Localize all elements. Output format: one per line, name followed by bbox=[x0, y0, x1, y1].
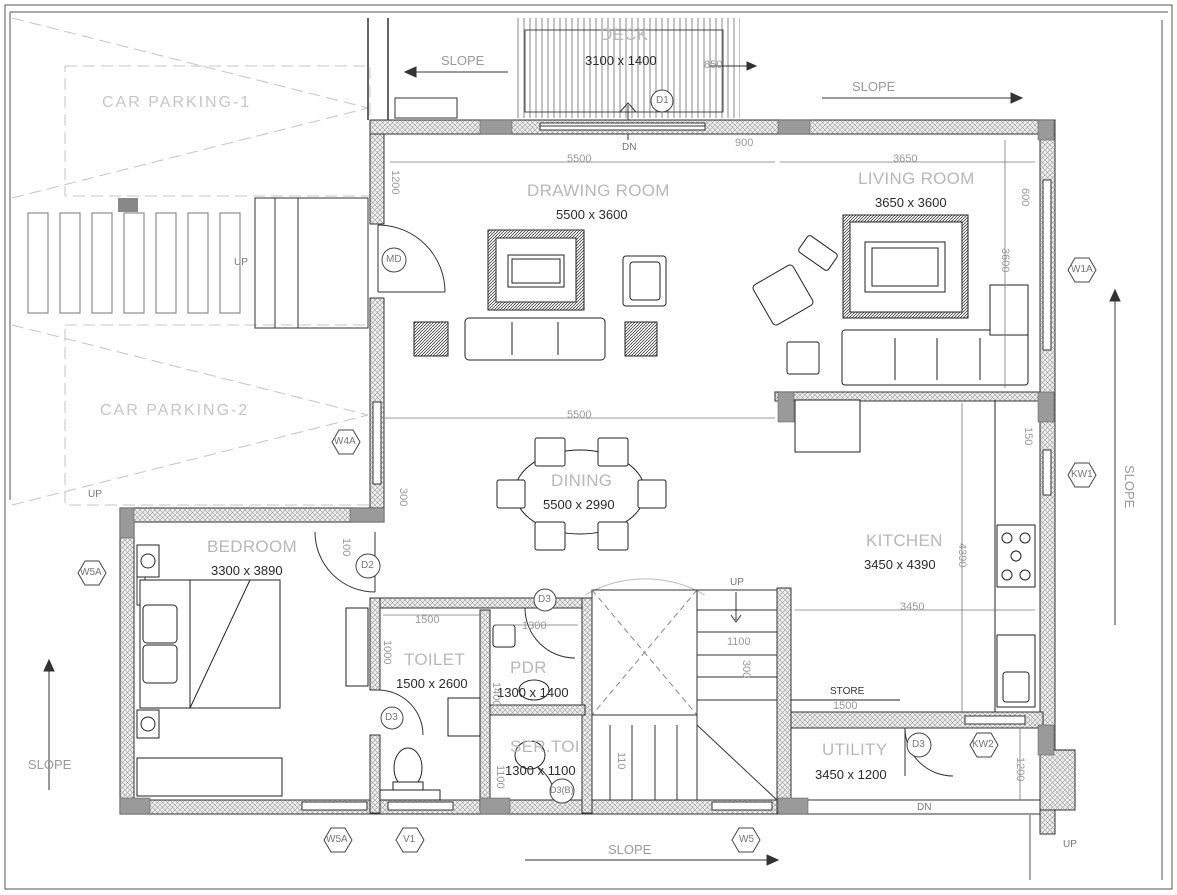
tag-w5: W5 bbox=[739, 834, 754, 845]
kitchen-size: 3450 x 4390 bbox=[864, 557, 936, 572]
utility-label: UTILITY bbox=[822, 740, 888, 759]
store-label: STORE bbox=[830, 686, 865, 697]
drawing-room-label: DRAWING ROOM bbox=[527, 181, 670, 200]
doors bbox=[314, 224, 954, 801]
bedroom-size: 3300 x 3890 bbox=[211, 563, 283, 578]
deck-label: DECK bbox=[600, 25, 649, 44]
living-room-label: LIVING ROOM bbox=[858, 169, 975, 188]
tag-main-door: MD bbox=[386, 254, 402, 265]
store-utility bbox=[791, 699, 1075, 751]
bedroom-furniture bbox=[136, 544, 369, 797]
dim-stair-tread: 300 bbox=[740, 660, 752, 679]
slope-label-right: SLOPE bbox=[1122, 465, 1137, 509]
car-parking-outline bbox=[11, 17, 371, 506]
drawing-room-size: 5500 x 3600 bbox=[556, 207, 628, 222]
slope-arrows bbox=[43, 61, 1121, 866]
tag-w5a-bottom: W5A bbox=[326, 834, 348, 845]
dim-store-width: 1500 bbox=[833, 700, 858, 712]
bathroom-fixtures bbox=[379, 624, 550, 801]
slope-label-deck: SLOPE bbox=[441, 53, 485, 68]
staircase bbox=[591, 589, 778, 801]
tag-kw2: KW2 bbox=[972, 739, 994, 750]
site-boundary bbox=[4, 4, 1173, 890]
car-parking-1-label: CAR PARKING-1 bbox=[102, 94, 252, 111]
dn-marker-deck: DN bbox=[622, 142, 637, 153]
dim-kitchen-width: 3450 bbox=[900, 601, 925, 613]
tag-d2: D2 bbox=[361, 560, 374, 571]
dim-dining-width: 5500 bbox=[567, 409, 592, 421]
parking-strips bbox=[27, 198, 241, 314]
dining-furniture bbox=[496, 437, 667, 551]
sertoi-label: SER.TOI bbox=[510, 737, 580, 756]
pdr-size: 1300 x 1400 bbox=[497, 685, 569, 700]
tag-kw1: KW1 bbox=[1071, 469, 1093, 480]
up-marker-utility: UP bbox=[1063, 839, 1077, 850]
columns bbox=[119, 119, 1055, 815]
drawing-room-furniture bbox=[413, 229, 667, 361]
dim-150: 150 bbox=[1022, 427, 1034, 446]
dim-toilet-door: 1000 bbox=[381, 640, 393, 665]
dim-entry-1200: 1200 bbox=[389, 170, 401, 195]
dim-600: 600 bbox=[1019, 188, 1031, 207]
dimension-lines bbox=[383, 140, 1035, 800]
tag-d3-utility: D3 bbox=[912, 739, 925, 750]
tag-w5a-parking: W5A bbox=[80, 567, 102, 578]
kitchen-label: KITCHEN bbox=[866, 531, 943, 550]
entry-steps bbox=[254, 197, 369, 329]
tag-w4a: W4A bbox=[334, 436, 356, 447]
pdr-label: PDR bbox=[510, 658, 547, 677]
slope-label-top-right: SLOPE bbox=[852, 79, 896, 94]
tag-d3b: D3(B) bbox=[550, 785, 574, 795]
tag-w1a: W1A bbox=[1071, 264, 1093, 275]
deck-size: 3100 x 1400 bbox=[585, 53, 657, 68]
dim-kitchen-depth: 4390 bbox=[956, 543, 968, 568]
tag-d3-toilet: D3 bbox=[385, 712, 398, 723]
utility-size: 3450 x 1200 bbox=[815, 767, 887, 782]
dim-drawing-width: 5500 bbox=[567, 153, 592, 165]
up-marker-entry: UP bbox=[234, 257, 248, 268]
dim-pdr-depth: 1400 bbox=[490, 682, 502, 707]
dim-living-depth: 3600 bbox=[999, 248, 1011, 273]
tag-shapes bbox=[77, 89, 1097, 853]
sertoi-size: 1300 x 1100 bbox=[505, 763, 576, 778]
dim-bed-door: 100 bbox=[340, 538, 352, 557]
up-marker-stair: UP bbox=[730, 577, 744, 588]
dim-850: 850 bbox=[704, 59, 723, 71]
dim-stair-110: 110 bbox=[615, 752, 627, 770]
bedroom-label: BEDROOM bbox=[207, 537, 297, 556]
car-parking-2-label: CAR PARKING-2 bbox=[100, 402, 250, 419]
dining-size: 5500 x 2990 bbox=[543, 497, 615, 512]
living-room-furniture bbox=[752, 214, 1029, 386]
dim-utility-depth: 1200 bbox=[1014, 757, 1026, 782]
dim-300: 300 bbox=[397, 488, 409, 507]
up-marker-parking: UP bbox=[88, 489, 102, 500]
tag-d3-pdr: D3 bbox=[538, 594, 551, 605]
toilet-size: 1500 x 2600 bbox=[396, 676, 468, 691]
dim-900: 900 bbox=[735, 137, 754, 149]
living-room-size: 3650 x 3600 bbox=[875, 195, 947, 210]
dn-marker-utility: DN bbox=[917, 802, 932, 813]
dining-label: DINING bbox=[551, 471, 613, 490]
kitchen-fixtures bbox=[794, 399, 1036, 712]
toilet-label: TOILET bbox=[404, 650, 466, 669]
dim-sertoi-depth: 1100 bbox=[494, 765, 506, 789]
dim-living-width: 3650 bbox=[893, 153, 918, 165]
tag-d1: D1 bbox=[656, 95, 669, 106]
dim-pdr-width: 1300 bbox=[522, 620, 547, 632]
dim-toilet-width: 1500 bbox=[415, 614, 440, 626]
dim-stair-width: 1100 bbox=[727, 636, 751, 648]
slope-label-left: SLOPE bbox=[28, 757, 72, 772]
slope-label-bottom: SLOPE bbox=[608, 842, 652, 857]
tag-v1: V1 bbox=[403, 834, 416, 845]
